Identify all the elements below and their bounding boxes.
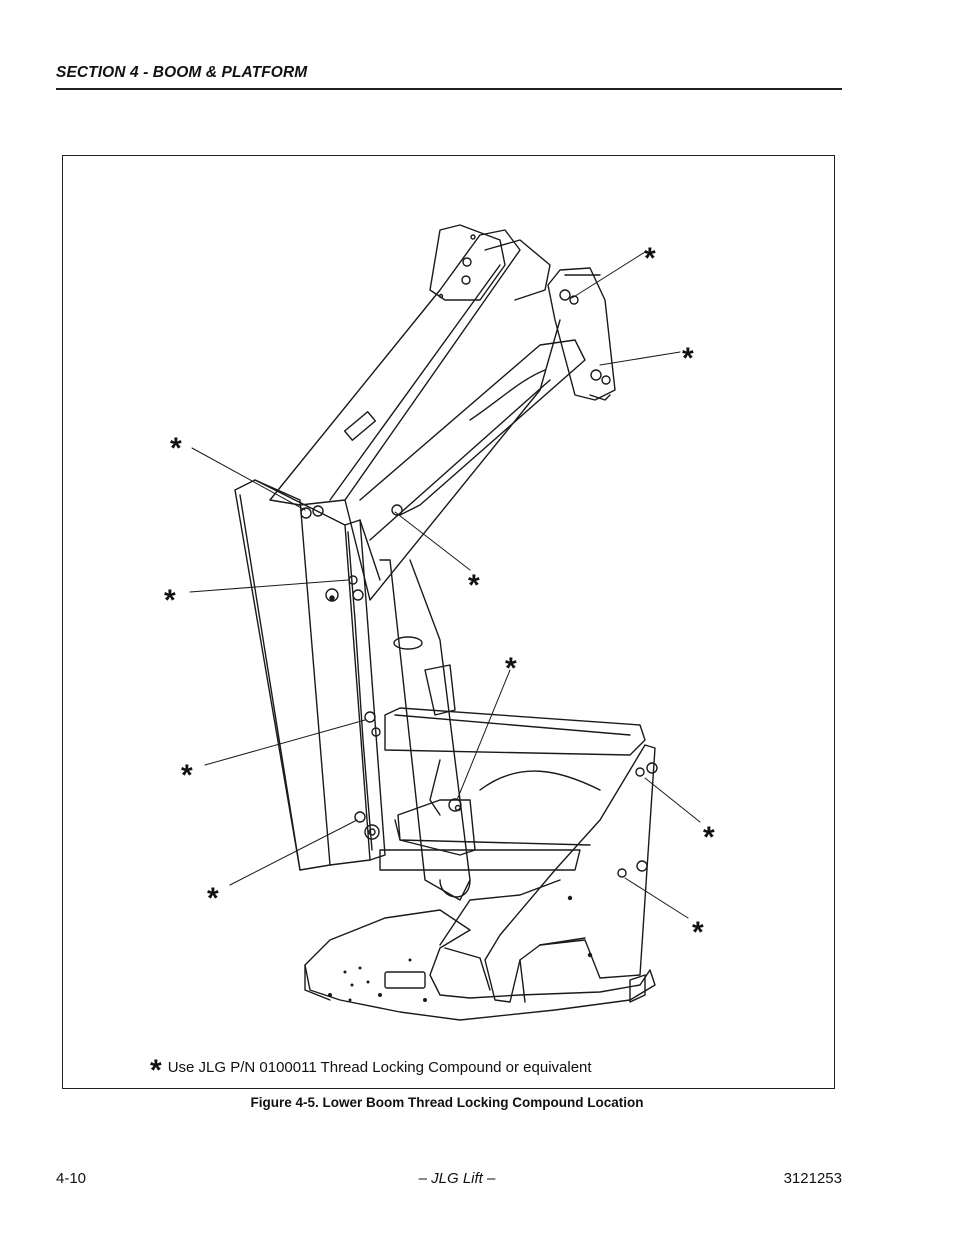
callout-marker: *	[468, 569, 480, 602]
cross-tubes	[379, 707, 646, 871]
boom-arm	[269, 224, 586, 601]
callout-marker: *	[703, 821, 715, 854]
figure-note: * Use JLG P/N 0100011 Thread Locking Com…	[150, 1052, 592, 1086]
callout-marker: *	[644, 242, 656, 275]
boom-column	[234, 479, 386, 871]
section-title: SECTION 4 - BOOM & PLATFORM	[56, 64, 308, 81]
doc-number: 3121253	[783, 1170, 842, 1187]
note-asterisk: *	[150, 1054, 162, 1087]
callout-marker: *	[692, 916, 704, 949]
pivot-plate	[397, 799, 476, 856]
footer-brand: – JLG Lift –	[0, 1170, 954, 1187]
upright-plate	[439, 744, 656, 1003]
figure-frame	[62, 155, 835, 1089]
leader-lines	[189, 251, 701, 919]
header-rule	[56, 88, 842, 90]
page-header: SECTION 4 - BOOM & PLATFORM	[56, 64, 842, 82]
callout-marker: *	[207, 882, 219, 915]
callout-marker: *	[164, 584, 176, 617]
tip-plate	[547, 267, 616, 401]
base-holes	[328, 958, 427, 1002]
caption-text: Figure 4-5. Lower Boom Thread Locking Co…	[250, 1095, 644, 1110]
callout-marker: *	[170, 432, 182, 465]
brand-text: – JLG Lift –	[418, 1170, 496, 1187]
figure-caption: Figure 4-5. Lower Boom Thread Locking Co…	[0, 1095, 954, 1110]
bolt-heads	[300, 289, 658, 878]
callout-marker: *	[181, 759, 193, 792]
page-number: 4-10	[56, 1170, 87, 1187]
lift-cylinder	[379, 559, 471, 901]
turntable-base	[304, 909, 656, 1021]
asterisk-callouts: * * * * * * * * * *	[164, 242, 715, 949]
callout-marker: *	[505, 652, 517, 685]
note-text: Use JLG P/N 0100011 Thread Locking Compo…	[167, 1058, 592, 1076]
callout-marker: *	[682, 342, 694, 375]
